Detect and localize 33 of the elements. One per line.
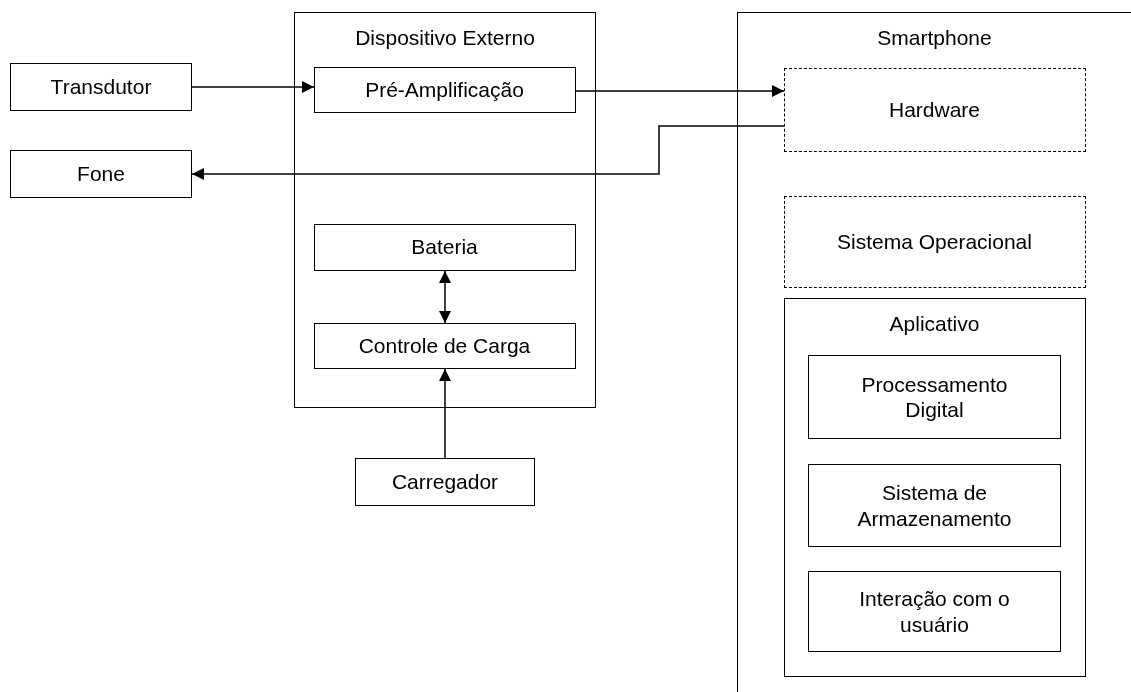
group-title: Smartphone xyxy=(877,25,992,51)
process-box xyxy=(10,150,192,198)
process-box xyxy=(313,322,576,369)
dashed-box xyxy=(783,67,1086,152)
box-label: Controle de Carga xyxy=(358,332,531,359)
box-label: Sistema Operacional xyxy=(837,228,1032,255)
arrow xyxy=(191,125,785,180)
group-title: Dispositivo Externo xyxy=(355,25,535,51)
group-box xyxy=(737,12,1131,692)
box-label: Transdutor xyxy=(50,74,152,100)
arrow xyxy=(575,85,785,97)
group-box xyxy=(294,12,596,408)
process-box xyxy=(313,66,576,113)
box-label: Sistema de Armazenamento xyxy=(856,480,1013,531)
process-box xyxy=(808,571,1061,652)
process-box xyxy=(10,63,192,111)
process-box xyxy=(355,458,535,506)
arrow xyxy=(439,368,451,459)
process-box xyxy=(808,464,1061,547)
arrow xyxy=(439,270,451,324)
box-label: Hardware xyxy=(888,96,980,123)
box-label: Processamento Digital xyxy=(860,371,1009,423)
process-box xyxy=(808,355,1061,439)
dashed-box xyxy=(783,195,1086,288)
box-label: Bateria xyxy=(411,234,478,260)
group-title: Aplicativo xyxy=(889,310,980,336)
arrow xyxy=(191,81,315,93)
process-box xyxy=(313,223,576,271)
box-label: Pré-Amplificação xyxy=(365,76,524,103)
box-label: Interação com o usuário xyxy=(858,586,1011,637)
group-box xyxy=(783,297,1086,677)
box-label: Carregador xyxy=(391,469,499,495)
box-label: Fone xyxy=(77,161,125,187)
